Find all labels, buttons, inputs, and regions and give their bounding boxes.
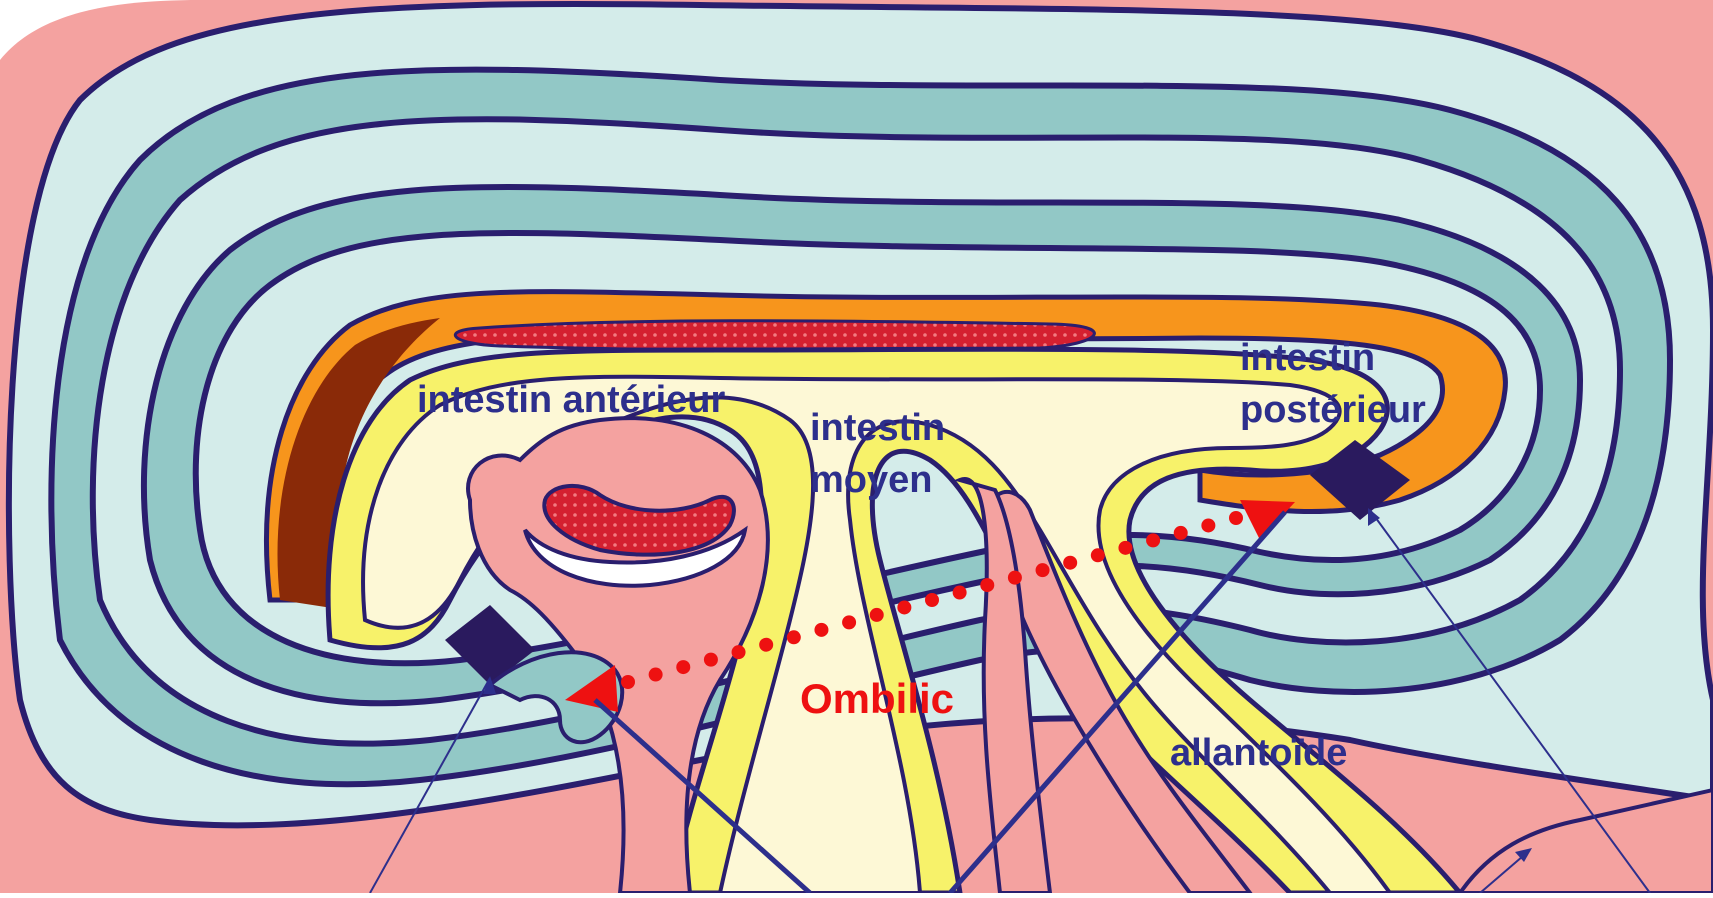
umbilicus-dot (1146, 533, 1160, 547)
umbilicus-dot (676, 660, 690, 674)
umbilicus-dot (870, 608, 884, 622)
umbilicus-dot (1063, 556, 1077, 570)
umbilicus-dot (787, 630, 801, 644)
umbilicus-dot (759, 638, 773, 652)
umbilicus-dot (704, 653, 718, 667)
label-allantois: allantoïde (1170, 729, 1347, 777)
umbilicus-dot (1091, 548, 1105, 562)
label-midgut-line2: moyen (810, 456, 932, 504)
umbilicus-dot (1229, 511, 1243, 525)
label-midgut-line1: intestin (810, 404, 945, 452)
umbilicus-dot (925, 593, 939, 607)
umbilicus-dot (897, 600, 911, 614)
umbilicus-dot (1174, 526, 1188, 540)
notochord (455, 321, 1094, 350)
label-hindgut-line2: postérieur (1240, 386, 1426, 434)
umbilicus-dot (1036, 563, 1050, 577)
umbilicus-dot (649, 668, 663, 682)
umbilicus-dot (814, 623, 828, 637)
label-hindgut-line1: intestin (1240, 334, 1375, 382)
umbilicus-dot (953, 586, 967, 600)
umbilicus-dot (732, 645, 746, 659)
umbilicus-dot (621, 675, 635, 689)
umbilicus-dot (842, 615, 856, 629)
label-umbilicus: Ombilic (800, 675, 954, 723)
umbilicus-dot (1201, 518, 1215, 532)
umbilicus-dot (1118, 541, 1132, 555)
label-foregut: intestin antérieur (417, 376, 725, 424)
umbilicus-dot (1008, 571, 1022, 585)
umbilicus-dot (980, 578, 994, 592)
